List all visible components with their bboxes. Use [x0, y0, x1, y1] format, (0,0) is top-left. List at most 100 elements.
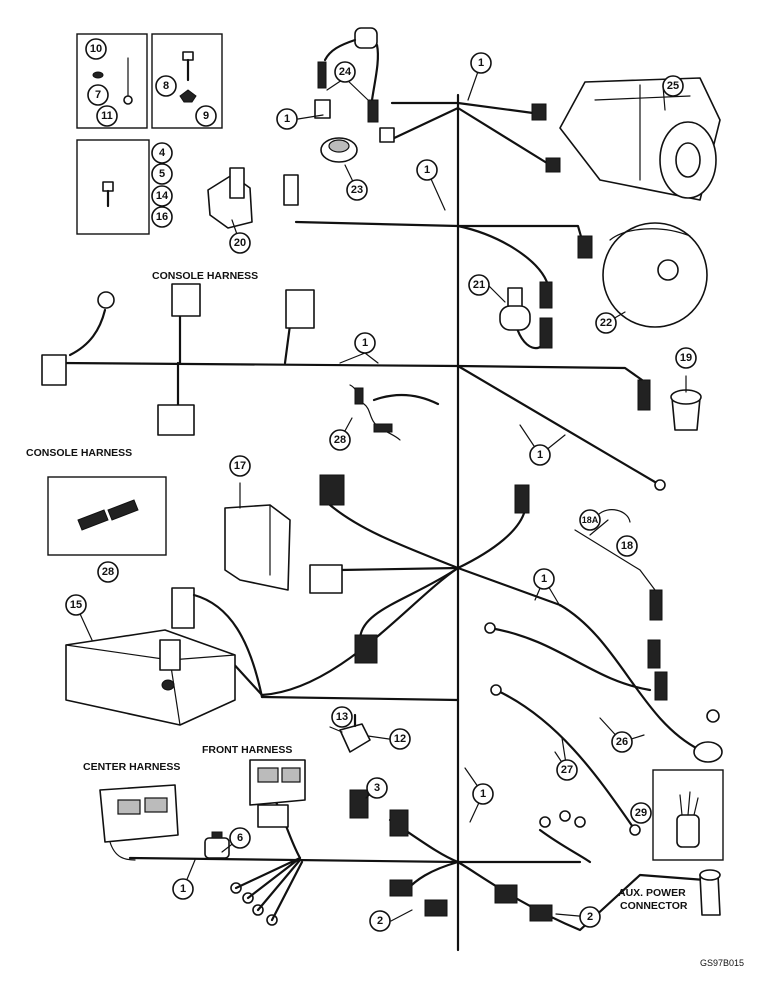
aux-power-connector — [699, 869, 721, 916]
bottom-harness-wire — [128, 856, 582, 864]
callout-15: 15 — [65, 594, 87, 616]
console-conn-c-wire — [283, 323, 292, 365]
svg-text:11: 11 — [101, 110, 113, 122]
svg-text:29: 29 — [635, 807, 647, 819]
svg-text:9: 9 — [203, 110, 209, 122]
console-harness-label-top: CONSOLE HARNESS — [152, 270, 258, 282]
module-17 — [224, 504, 291, 591]
blower-fan-22 — [602, 222, 708, 328]
svg-text:1: 1 — [537, 449, 543, 461]
svg-text:1: 1 — [424, 164, 430, 176]
cigar-lighter-19 — [670, 389, 702, 431]
star-wire-sw — [358, 566, 460, 642]
ground-lead-wire-a — [488, 626, 652, 692]
resistor-6 — [204, 831, 230, 859]
svg-text:28: 28 — [102, 566, 114, 578]
callout-2: 2 — [579, 906, 601, 928]
svg-text:6: 6 — [237, 832, 243, 844]
svg-text:26: 26 — [616, 736, 628, 748]
aux-power-label-line2: CONNECTOR — [620, 900, 688, 912]
console-harness-wire — [58, 361, 644, 382]
svg-text:8: 8 — [163, 80, 169, 92]
aux-power-label-line1: AUX. POWER — [618, 887, 686, 899]
callout-10: 10 — [85, 38, 107, 60]
callout-12: 12 — [389, 728, 411, 750]
ring-terminal-wire — [538, 828, 592, 864]
valve-20 — [207, 167, 253, 229]
callout-26: 26 — [611, 731, 633, 753]
switch-assembly-24 — [314, 27, 380, 123]
callout-11: 11 — [96, 105, 118, 127]
svg-text:7: 7 — [95, 89, 101, 101]
motor-branch-wire — [294, 220, 584, 242]
front-harness-switch — [249, 759, 306, 828]
svg-text:22: 22 — [600, 317, 612, 329]
callout-25: 25 — [662, 75, 684, 97]
switch-branch-wire — [388, 106, 460, 142]
callout-1: 1 — [470, 52, 492, 74]
svg-text:18: 18 — [621, 540, 633, 552]
svg-text:24: 24 — [339, 66, 352, 78]
callout-3: 3 — [366, 777, 388, 799]
callout-1: 1 — [416, 159, 438, 181]
harness-connect-wire — [260, 695, 460, 702]
svg-text:27: 27 — [561, 764, 573, 776]
callout-17: 17 — [229, 455, 251, 477]
spring-box-28 — [47, 476, 167, 556]
svg-text:13: 13 — [336, 711, 348, 723]
ground-terminals — [484, 479, 723, 836]
figure-code: GS97B015 — [700, 958, 744, 968]
callout-4: 4 — [151, 142, 173, 164]
svg-text:2: 2 — [377, 915, 383, 927]
star-wire-ne — [456, 508, 527, 570]
svg-text:1: 1 — [180, 883, 186, 895]
console-connectors — [41, 283, 651, 436]
svg-text:1: 1 — [478, 57, 484, 69]
callout-8: 8 — [155, 75, 177, 97]
callouts: 1 1 1 1 1 1 1 1 2 2 3 4 5 6 7 8 9 10 11 … — [65, 38, 697, 932]
callout-20: 20 — [229, 232, 251, 254]
top-branch-wire — [390, 101, 535, 115]
svg-text:5: 5 — [159, 168, 165, 180]
callout-1: 1 — [472, 783, 494, 805]
callout-19: 19 — [675, 347, 697, 369]
callout-5: 5 — [151, 163, 173, 185]
callout-18: 18 — [616, 535, 638, 557]
thermostat-23 — [320, 137, 358, 163]
callout-28: 28 — [329, 429, 351, 451]
control-panel-15 — [65, 587, 264, 726]
svg-text:1: 1 — [284, 113, 290, 125]
star-wire-w — [338, 566, 460, 572]
callout-6: 6 — [229, 827, 251, 849]
svg-text:2: 2 — [587, 911, 593, 923]
callout-1: 1 — [172, 878, 194, 900]
blower-branch-wire — [456, 106, 557, 170]
callout-18a: 18A — [579, 509, 601, 531]
svg-text:19: 19 — [680, 352, 692, 364]
center-harness-switch — [99, 784, 179, 861]
callout-9: 9 — [195, 105, 217, 127]
callout-23: 23 — [346, 179, 368, 201]
temp-switch-18 — [574, 509, 668, 701]
connector-top-middle — [283, 103, 593, 259]
callout-13: 13 — [331, 706, 353, 728]
svg-text:15: 15 — [70, 599, 82, 611]
bottom-connectors — [230, 789, 586, 926]
svg-text:18A: 18A — [582, 515, 599, 525]
svg-text:23: 23 — [351, 184, 363, 196]
callout-14: 14 — [151, 185, 173, 207]
grommet-12-13 — [339, 713, 371, 753]
callout-7: 7 — [87, 84, 109, 106]
callout-21: 21 — [468, 274, 490, 296]
callout-22: 22 — [595, 312, 617, 334]
bottom-left-conn-wire — [403, 860, 460, 894]
svg-text:17: 17 — [234, 460, 246, 472]
callout-2: 2 — [369, 910, 391, 932]
svg-text:25: 25 — [667, 80, 679, 92]
svg-text:14: 14 — [156, 190, 169, 202]
center-harness-label: CENTER HARNESS — [83, 761, 180, 773]
pressure-sensor-21 — [499, 281, 553, 349]
star-wire-nw — [328, 503, 460, 570]
